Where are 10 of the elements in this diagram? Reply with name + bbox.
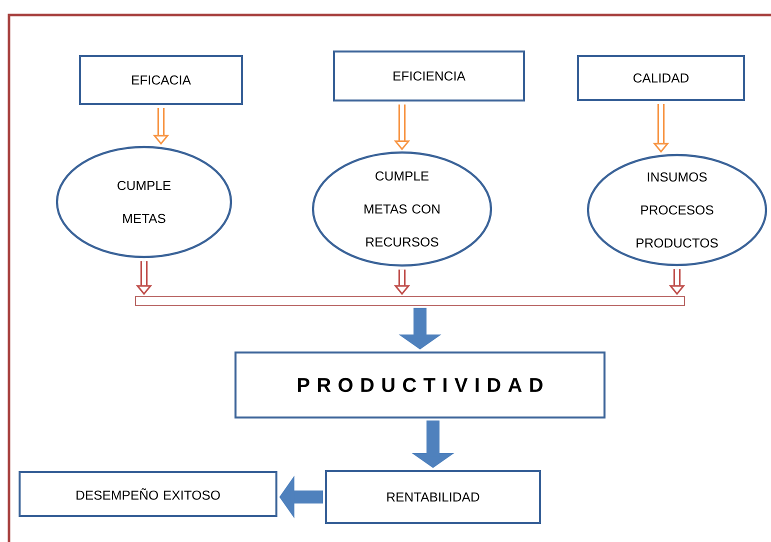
title-box: P R O D U C T I V I D A D <box>234 352 606 418</box>
label-box: EFICIENCIA <box>333 50 525 102</box>
merge-bar <box>135 296 685 306</box>
oval: CUMPLE METAS <box>56 146 232 258</box>
oval: CUMPLE METAS CON RECURSOS <box>312 151 492 267</box>
label-box: EFICACIA <box>79 55 243 105</box>
label-box: CALIDAD <box>577 55 745 101</box>
label-box: DESEMPEÑO EXITOSO <box>18 471 278 517</box>
label-box: RENTABILIDAD <box>325 470 541 524</box>
oval: INSUMOS PROCESOS PRODUCTOS <box>586 154 768 266</box>
